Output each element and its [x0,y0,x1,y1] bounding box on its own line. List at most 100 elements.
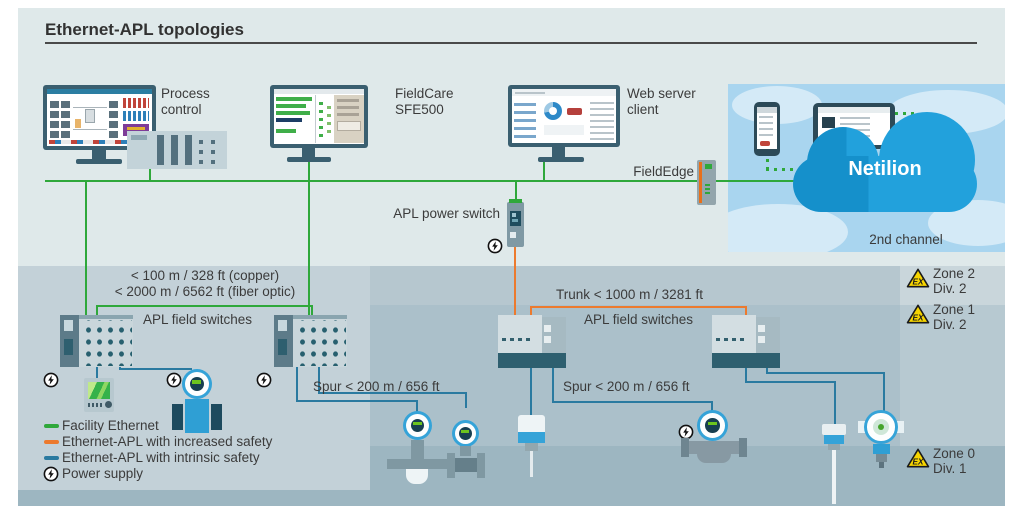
transmitter-body [185,399,209,433]
ethernet-drop-webserver [543,161,545,182]
network-tree-bar [276,97,312,101]
legend-swatch-intrinsic-safety [44,456,59,460]
power-switch-port [510,232,516,238]
content-block [544,125,584,135]
monitor-stand [302,148,315,157]
process-sketch-line [73,107,107,108]
toolbar-text [515,91,545,94]
switch-port-grid [80,320,132,366]
trunk-line [745,306,747,316]
apl-field-switches-left-label: APL field switches [143,312,253,327]
ethernet-drop-plc [149,164,151,182]
plc-led-column [211,136,215,164]
cloud-base [793,156,977,212]
switch-top-strip [79,315,133,319]
valve-pipe [455,458,477,472]
power-supply-icon [43,466,59,482]
copper-fiber-link-line [96,305,98,316]
switch-base-bar [498,353,566,368]
phone-cloud-dotted-link [766,168,800,171]
trunk-line [530,306,532,316]
transmitter-head [182,369,212,399]
trunk-line [530,306,747,308]
transmitter-head [403,411,432,440]
level-switch-cap [518,415,545,432]
copper-fiber-link-line [311,305,313,316]
parameter-row [337,99,359,102]
parameter-panel [334,95,364,143]
cpu-display [64,320,73,331]
transmitter-side-tab [858,421,866,433]
hmi-buttons [88,403,102,407]
valve-flange [447,453,455,478]
trend-bars-blue [123,111,149,121]
power-switch-screen-pixel [512,219,518,222]
phone-cloud-dotted-link [766,156,769,170]
ethernet-drop-switch1 [85,181,87,316]
plc-module-slat [185,135,192,165]
fieldedge-led [705,184,710,194]
netilion-cloud: Netilion [793,110,978,252]
apl-power-switch-device [507,199,524,247]
smartphone-header [757,107,777,113]
spur-line [552,367,554,403]
zone2-division: Div. 2 [933,281,967,296]
process-sketch-vessel [75,119,81,128]
apl-power-switch-label: APL power switch [393,206,500,221]
tag-block-column [109,98,118,138]
screen-toolbar [274,89,364,94]
device-list-dots [327,101,331,133]
sidebar-links [514,100,536,138]
plc-led-column [199,136,203,164]
monitor-stand [552,147,565,157]
process-control-monitor [43,85,156,150]
valve-flange [477,453,485,478]
thermowell-device [820,424,848,504]
fieldcare-monitor [270,85,368,148]
process-sketch-vessel [85,109,95,123]
netilion-sky-panel: Netilion 2nd channel [728,84,1005,252]
spur-line [530,367,532,415]
network-tree-bar [276,111,310,115]
title-rule [45,42,977,44]
screen-titlebar [47,89,152,94]
facility-ethernet-line-to-cloud [728,180,796,182]
switch-port-grid [294,320,346,366]
red-action-button [567,108,582,115]
spur-line [296,400,418,402]
gauge-donut-hole [549,107,557,115]
webserver-label: Web server client [627,86,696,117]
zone0-division: Div. 1 [933,461,967,476]
zone1-division: Div. 2 [933,317,967,332]
plc-rack [127,131,227,169]
cpu-display [278,320,287,331]
fieldedge-label: FieldEdge [633,164,694,179]
fieldedge-led [705,164,712,169]
hazard-panel-top [370,266,900,305]
spur-line [416,400,418,413]
alarm-panel-accent [127,127,145,130]
power-switch-screen-pixel [512,213,516,217]
valve-bar [387,459,447,469]
apl-field-switch [712,315,780,368]
fieldcare-screen [274,89,364,144]
tag-block-column [61,98,70,138]
switch-led [758,336,765,343]
switch-port-dashes [502,338,534,341]
smartphone-text-lines [759,116,773,136]
process-control-screen [47,89,152,146]
switch-led [758,325,765,332]
transmitter-neck [460,446,471,456]
status-strip [49,140,149,144]
copper-distance-label: < 100 m / 328 ft (copper) [130,268,280,283]
facility-ethernet-line [45,180,728,182]
monitor-base [76,159,122,164]
power-supply-icon [256,372,272,388]
switch-front-panel [498,315,542,353]
cpu-port [64,339,73,355]
zone1-label: Zone 1 [933,302,976,317]
fieldedge-device [697,160,716,205]
legend-facility-ethernet: Facility Ethernet [62,418,159,433]
spur-line [119,368,192,370]
